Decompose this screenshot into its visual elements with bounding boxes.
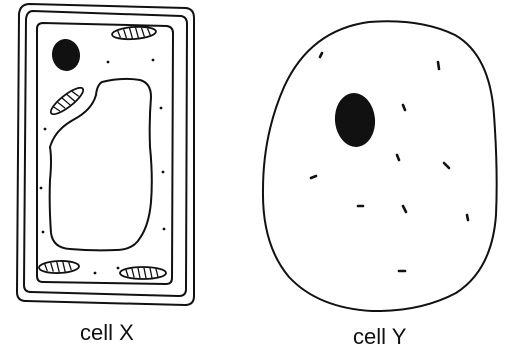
cell-y (263, 21, 497, 311)
cell-x-chloroplast (112, 25, 157, 40)
cell-x-chloroplast (120, 267, 166, 279)
cell-y-nucleus (333, 91, 378, 148)
cell-x-vacuole (50, 79, 152, 250)
cell-y-cell-membrane (263, 21, 497, 311)
cell-x-cytoplasm-dots (40, 59, 166, 275)
cell-x-chloroplast (48, 84, 87, 118)
cell-x-cell-wall-inner (24, 11, 187, 296)
cell-x-label: cell X (80, 320, 134, 346)
cell-x-cell-wall-outer (17, 4, 194, 305)
cell-x-nucleus (50, 37, 82, 73)
cell-x (17, 4, 194, 305)
cell-x-chloroplast (39, 260, 79, 273)
cell-y-label: cell Y (353, 324, 406, 350)
cell-y-cytoplasm-particles (311, 53, 468, 271)
